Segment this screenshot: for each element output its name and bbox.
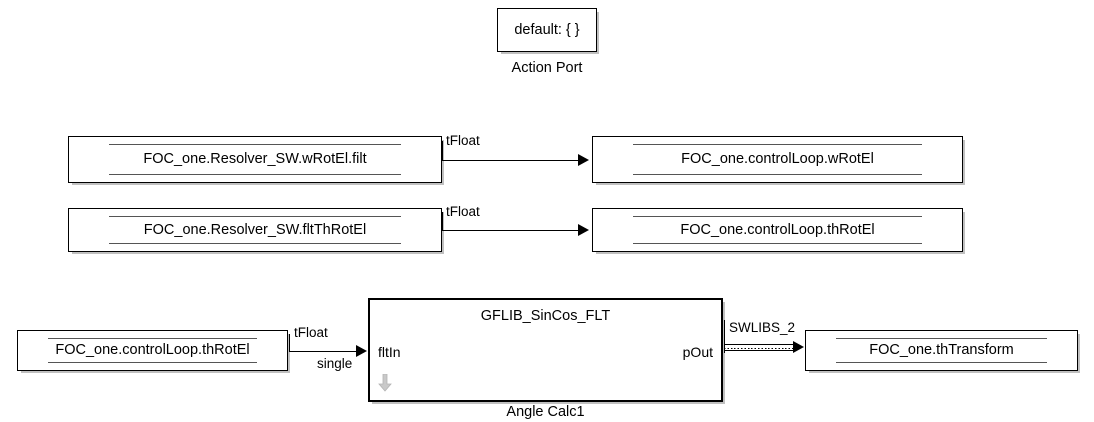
output-signal-label-clip: SWLIBS_2 xyxy=(729,320,806,339)
block-rule-top xyxy=(633,216,922,217)
signal-wire-3-vertical[interactable] xyxy=(289,334,290,351)
signal-arrow-3 xyxy=(356,345,367,357)
datastore-label: FOC_one.controlLoop.thRotEl xyxy=(680,221,875,238)
signal-wire-1-vertical[interactable] xyxy=(442,141,443,160)
datastore-block-resolver-wrotel-filt[interactable]: FOC_one.Resolver_SW.wRotEl.filt xyxy=(68,136,442,183)
block-rule-bottom xyxy=(109,174,401,175)
signal-label-3-bottom: single xyxy=(317,356,353,371)
signal-wire-2-vertical[interactable] xyxy=(442,212,443,230)
datastore-label: FOC_one.Resolver_SW.fltThRotEl xyxy=(143,221,367,238)
block-rule-bottom xyxy=(109,243,401,244)
signal-label-1: tFloat xyxy=(446,133,480,148)
block-rule-top xyxy=(109,216,401,217)
action-port-caption: Action Port xyxy=(511,60,583,76)
signal-label-2: tFloat xyxy=(446,204,480,219)
signal-wire-2[interactable] xyxy=(442,230,581,231)
subsystem-title: GFLIB_SinCos_FLT xyxy=(480,308,611,324)
datastore-block-controlloop-throtel-source[interactable]: FOC_one.controlLoop.thRotEl xyxy=(17,330,288,371)
output-bus-wire[interactable] xyxy=(724,344,796,351)
datastore-block-thtransform[interactable]: FOC_one.thTransform xyxy=(805,330,1078,371)
signal-arrow-1 xyxy=(578,154,589,166)
signal-label-3-top: tFloat xyxy=(294,325,328,340)
down-arrow-icon xyxy=(378,374,392,392)
datastore-block-controlloop-wrotel[interactable]: FOC_one.controlLoop.wRotEl xyxy=(592,136,963,183)
output-signal-label: SWLIBS_2 xyxy=(729,320,796,335)
block-rule-top xyxy=(836,338,1047,339)
signal-arrow-2 xyxy=(578,224,589,236)
datastore-label: FOC_one.controlLoop.thRotEl xyxy=(55,342,250,359)
block-rule-bottom xyxy=(633,243,922,244)
block-rule-top xyxy=(109,144,401,145)
datastore-label: FOC_one.Resolver_SW.wRotEl.filt xyxy=(143,151,367,168)
input-port-label: fltIn xyxy=(378,344,401,360)
block-rule-bottom xyxy=(836,362,1047,363)
subsystem-block-gflib-sincos[interactable]: GFLIB_SinCos_FLT fltIn pOut xyxy=(368,298,723,402)
datastore-block-resolver-fltthrotel[interactable]: FOC_one.Resolver_SW.fltThRotEl xyxy=(68,208,442,252)
output-wire-vertical[interactable] xyxy=(724,320,725,353)
action-port-value: default: { } xyxy=(514,22,580,38)
block-rule-bottom xyxy=(633,174,922,175)
datastore-label: FOC_one.controlLoop.wRotEl xyxy=(681,151,874,168)
output-port-label: pOut xyxy=(682,344,713,360)
block-rule-bottom xyxy=(48,362,257,363)
datastore-block-controlloop-throtel[interactable]: FOC_one.controlLoop.thRotEl xyxy=(592,208,963,252)
block-rule-top xyxy=(48,338,257,339)
output-signal-arrow xyxy=(793,341,804,353)
datastore-label: FOC_one.thTransform xyxy=(869,342,1014,359)
block-rule-top xyxy=(633,144,922,145)
signal-wire-1[interactable] xyxy=(442,160,581,161)
action-port-block[interactable]: default: { } xyxy=(497,8,597,52)
signal-wire-3[interactable] xyxy=(289,351,359,352)
subsystem-caption: Angle Calc1 xyxy=(506,404,585,420)
